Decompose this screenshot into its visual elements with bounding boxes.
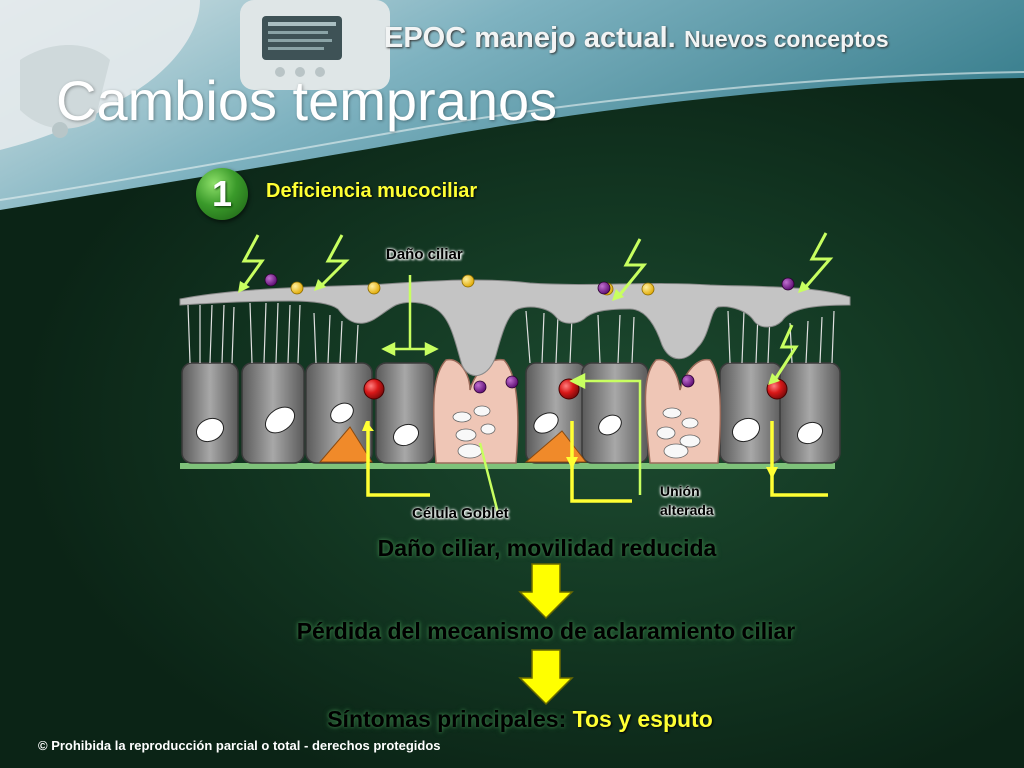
airway-epithelium-diagram <box>179 232 851 514</box>
goblet-pointer <box>478 442 500 514</box>
page-title: Cambios tempranos <box>56 69 558 132</box>
step-number-badge: 1 <box>196 168 248 220</box>
cell-nuclei <box>195 402 824 447</box>
basement-membrane <box>180 463 835 469</box>
copyright-footer: © Prohibida la reproducción parcial o to… <box>38 738 441 753</box>
altered-junction-label: Unión alterada <box>660 482 714 520</box>
tight-junctions <box>363 378 788 400</box>
flow-step-3-prefix: Síntomas principales: <box>327 706 567 732</box>
brand-main-text: EPOC manejo actual. <box>384 22 676 54</box>
goblet-cell-label: Célula Goblet <box>412 505 509 522</box>
inhaler-device-image <box>0 0 390 150</box>
altered-junction-label-line1: Unión <box>660 483 700 499</box>
mucus-granules <box>452 405 701 459</box>
mucus-layer <box>179 279 851 377</box>
down-arrow-icon <box>518 649 574 706</box>
yellow-particles <box>290 274 655 296</box>
ciliary-damage-pointer <box>381 275 439 357</box>
altered-junction-label-line2: alterada <box>660 502 714 518</box>
l-brackets <box>366 421 828 503</box>
lightning-bolts <box>240 232 834 382</box>
down-arrow-icon <box>518 563 574 620</box>
altered-junction-pointer <box>569 372 642 495</box>
flow-step-2: Pérdida del mecanismo de aclaramiento ci… <box>296 618 796 644</box>
bolt-arrowheads <box>238 279 810 385</box>
brand-sub-text: Nuevos conceptos <box>684 26 889 52</box>
cilia <box>187 302 835 364</box>
flow-step-3-highlight: Tos y esputo <box>572 706 713 732</box>
flow-step-1: Daño ciliar, movilidad reducida <box>377 535 717 561</box>
bracket-arrowheads <box>362 421 778 479</box>
ciliary-damage-label: Daño ciliar <box>386 246 463 263</box>
brand-title: EPOC manejo actual. Nuevos conceptos <box>384 22 984 58</box>
flow-step-3: Síntomas principales: Tos y esputo <box>0 706 1024 733</box>
purple-particles <box>264 273 795 394</box>
section-subtitle: Deficiencia mucociliar <box>266 180 478 202</box>
